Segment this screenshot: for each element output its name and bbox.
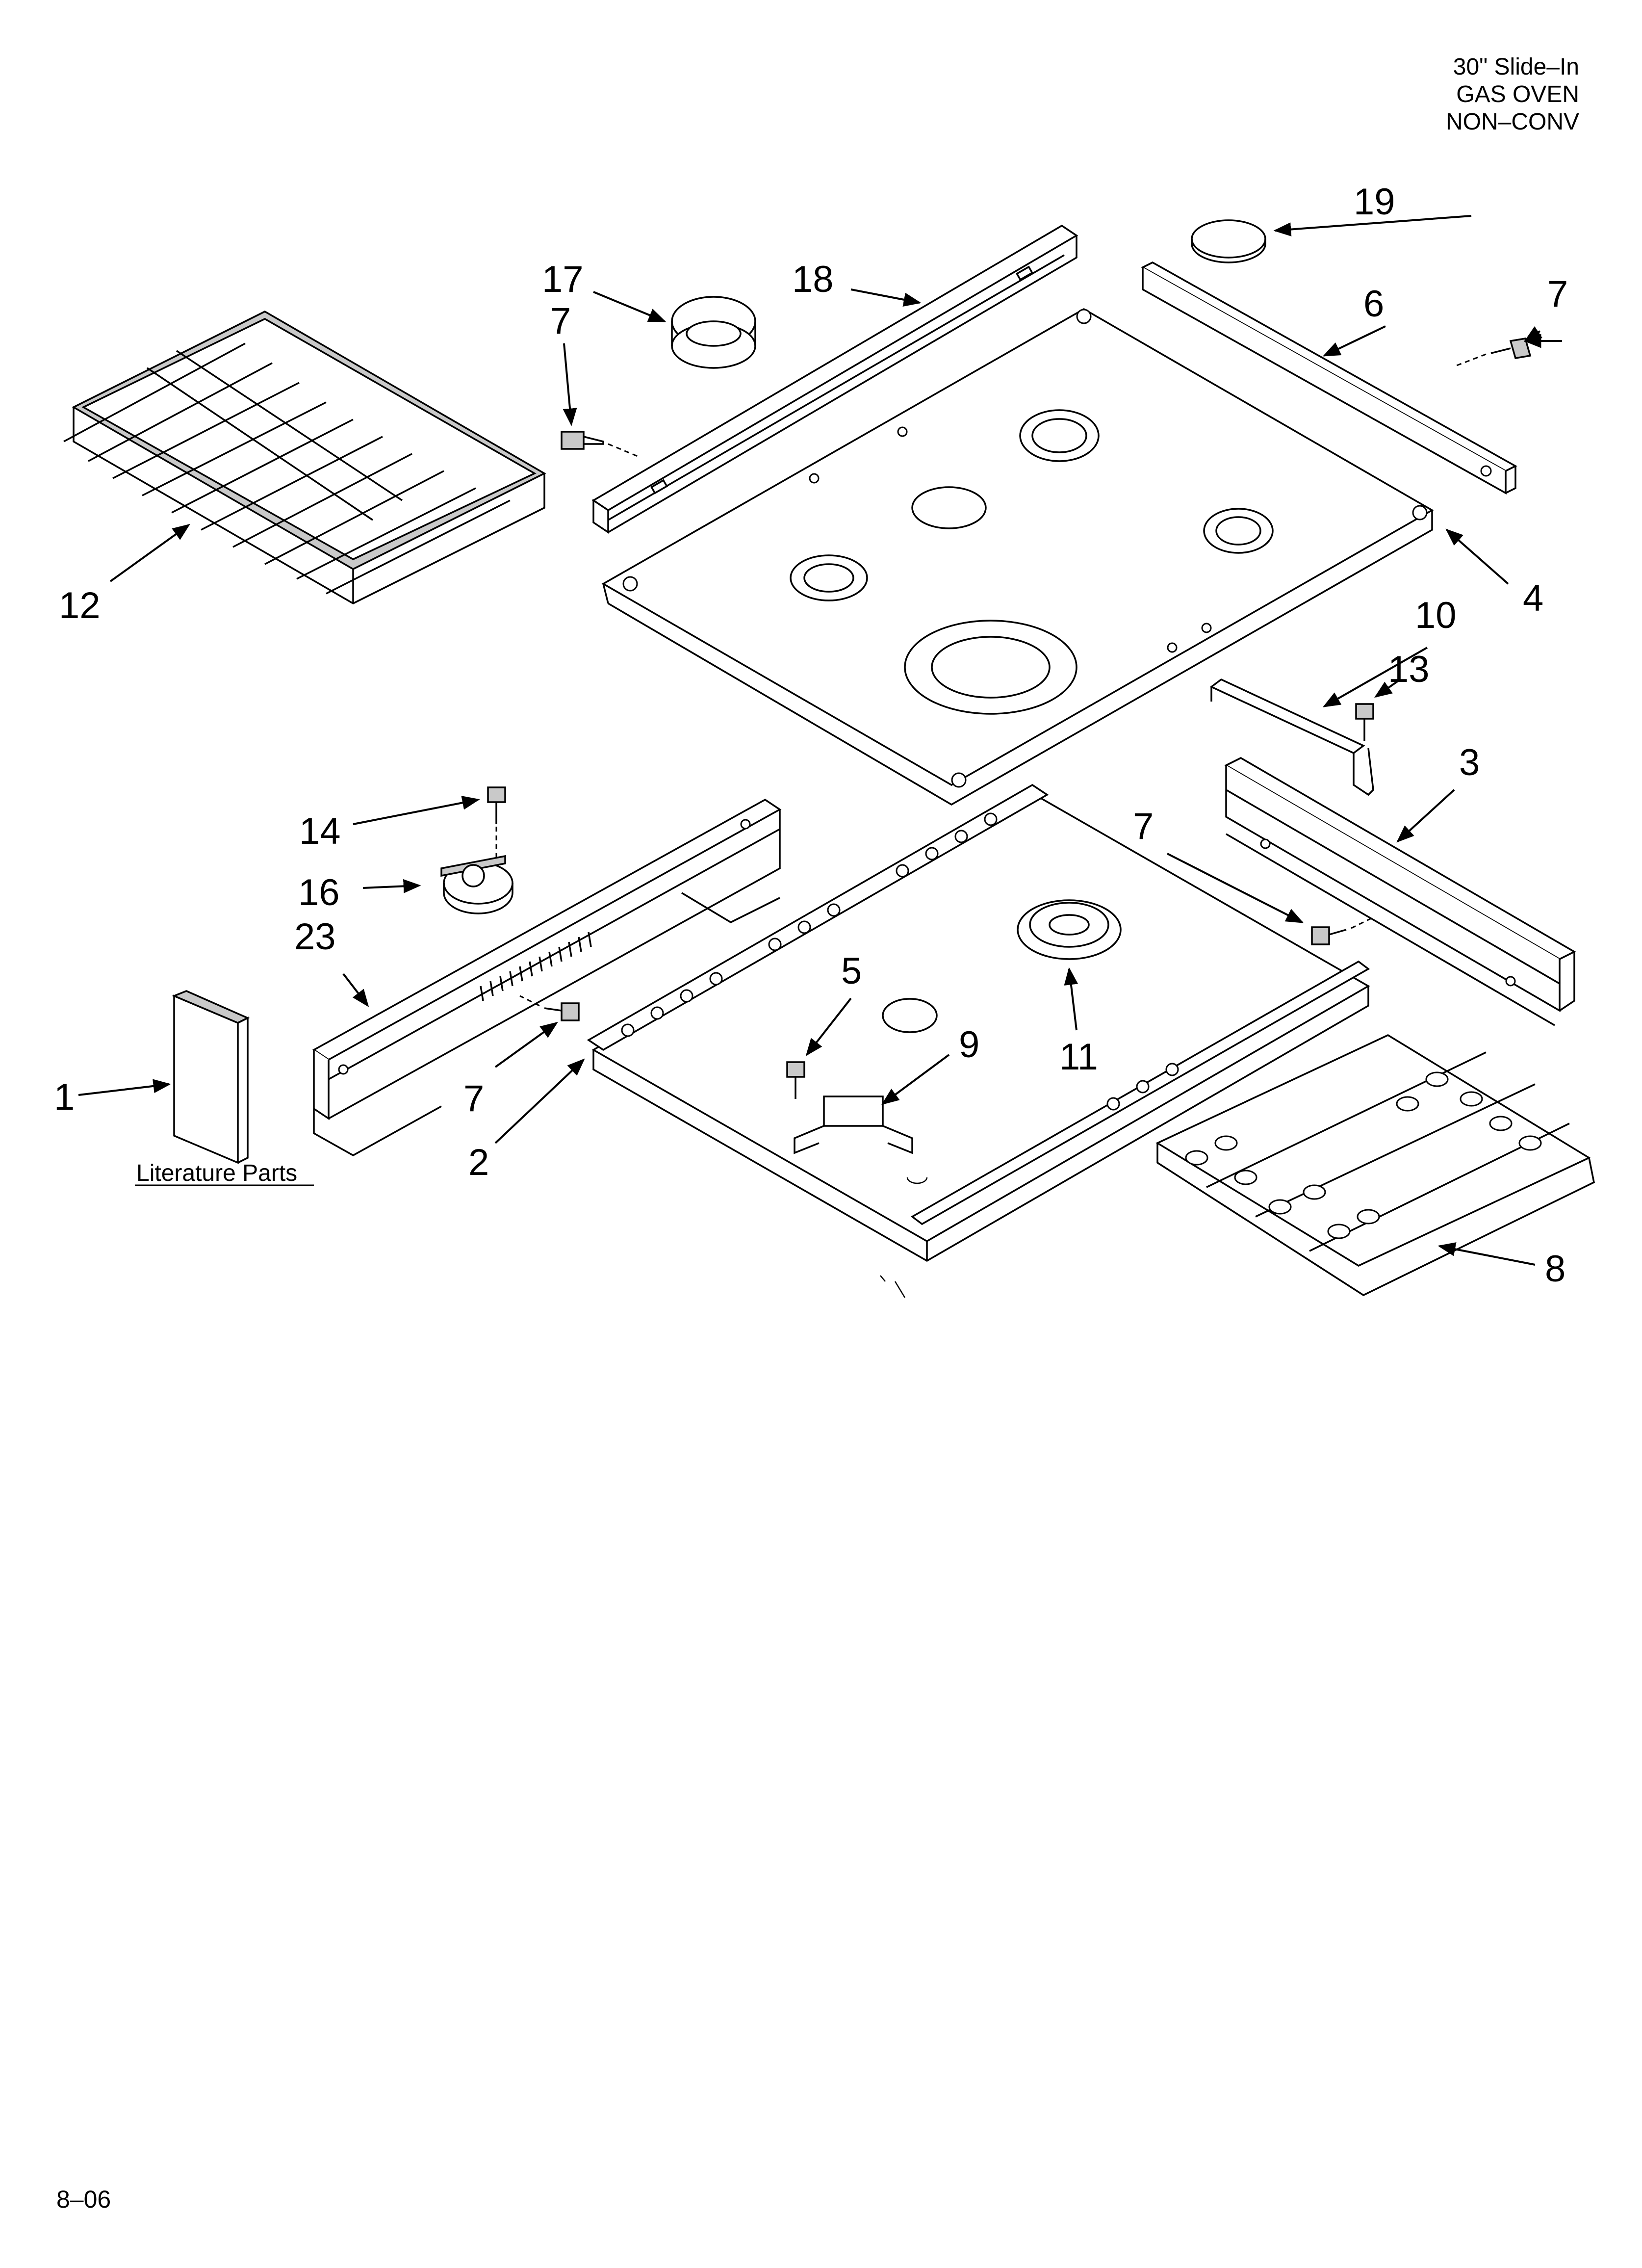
part-23-manifold-panel — [312, 798, 782, 1157]
part-3-side-rail — [1224, 757, 1576, 1026]
screw-icon — [1311, 916, 1374, 945]
callout-17: 17 — [542, 259, 584, 300]
footer-code: 8–06 — [56, 2186, 111, 2213]
burner-ring-rear-right — [1019, 409, 1100, 462]
part-4-cooktop — [601, 308, 1434, 806]
burner-ring-left — [790, 554, 868, 601]
callout-8: 8 — [1545, 1248, 1565, 1290]
callout-2: 2 — [468, 1142, 489, 1183]
callout-7-left: 7 — [463, 1078, 484, 1120]
part-8-tray — [1155, 1034, 1595, 1297]
callout-5: 5 — [841, 950, 862, 992]
header-line-3: NON–CONV — [1446, 109, 1579, 135]
callout-19: 19 — [1354, 181, 1395, 223]
callout-12: 12 — [59, 585, 101, 626]
part-10-bracket — [1209, 678, 1374, 796]
callout-14: 14 — [299, 810, 341, 852]
part-6-rear-trim — [1141, 261, 1517, 495]
part-18-front-trim — [591, 224, 1078, 534]
vent-slots — [480, 932, 592, 1001]
screw-icon — [519, 995, 580, 1021]
callout-3: 3 — [1459, 742, 1480, 783]
callout-16: 16 — [298, 872, 340, 913]
part-12-grate — [63, 311, 546, 604]
burner-ring-large — [904, 620, 1078, 715]
literature-parts-label: Literature Parts — [136, 1160, 297, 1186]
callout-7-top-left: 7 — [550, 300, 571, 342]
screw-icon — [1456, 338, 1532, 366]
burner-ring-front-right — [1203, 508, 1274, 554]
screw-icon — [1355, 703, 1374, 741]
part-2-burner-box — [587, 783, 1370, 1262]
callout-11: 11 — [1059, 1036, 1098, 1078]
box-holes — [621, 812, 1179, 1111]
screw-icon — [487, 786, 506, 859]
callout-9: 9 — [959, 1024, 979, 1066]
callout-6: 6 — [1363, 283, 1384, 325]
callout-10: 10 — [1415, 595, 1457, 636]
screw-icon — [561, 431, 638, 457]
part-17-burner-cap — [671, 296, 756, 369]
header-line-2: GAS OVEN — [1456, 81, 1579, 107]
part-11-burner-base — [1017, 899, 1122, 960]
part-19-cap — [1191, 219, 1266, 263]
part-1-literature — [172, 990, 250, 1164]
screw-icon — [786, 1061, 805, 1099]
callout-13: 13 — [1388, 649, 1430, 690]
tray-holes — [1185, 1071, 1542, 1239]
callout-4: 4 — [1523, 577, 1543, 619]
callouts: 19 18 17 7 7 6 12 4 10 13 3 14 7 16 23 5… — [54, 181, 1568, 1290]
callout-7-right: 7 — [1133, 806, 1154, 847]
callout-23: 23 — [294, 916, 336, 958]
part-16-module — [440, 855, 513, 914]
callout-7-top-right: 7 — [1547, 273, 1568, 315]
header-block: 30" Slide–In GAS OVEN NON–CONV — [1446, 54, 1579, 135]
leader-lines — [78, 215, 1562, 1298]
callout-18: 18 — [792, 259, 834, 300]
callout-1: 1 — [54, 1076, 75, 1118]
part-9-bracket — [794, 1095, 913, 1154]
header-line-1: 30" Slide–In — [1453, 54, 1579, 80]
